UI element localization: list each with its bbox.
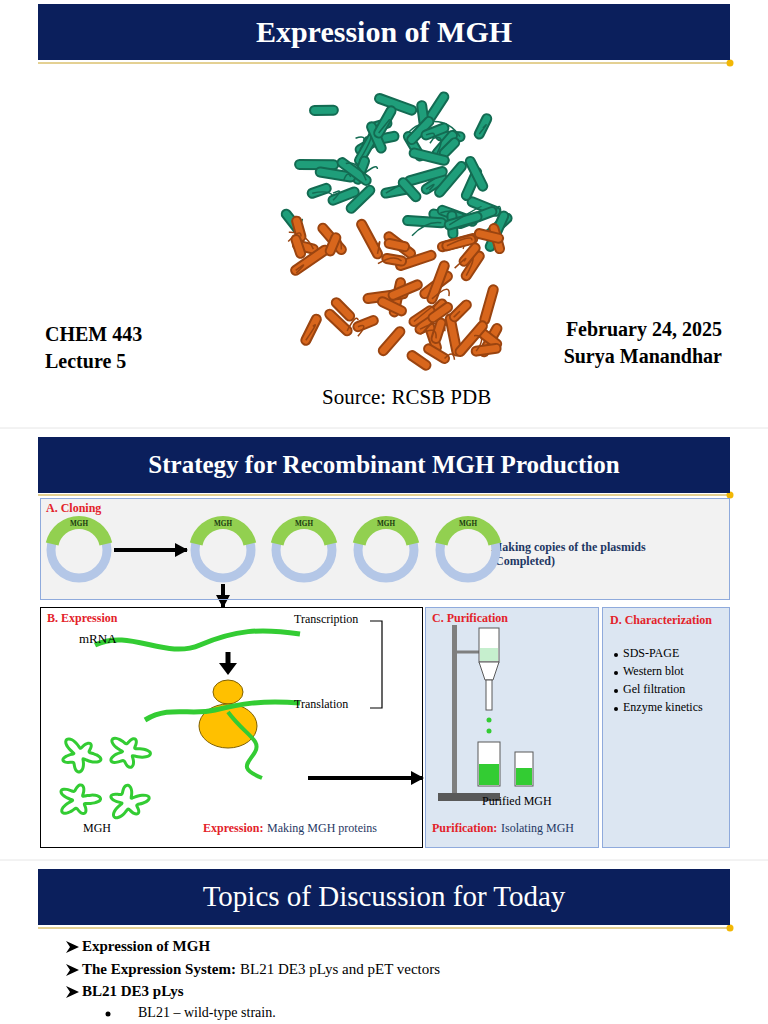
step-panel: B. Expression mRNA TranscriptionTranslatio…: [40, 607, 423, 848]
down-arrow: [226, 652, 231, 664]
source-credit: Source: RCSB PDB: [322, 385, 491, 409]
slide-divider: [0, 428, 768, 429]
plasmid-ring: MGH: [351, 515, 421, 585]
part-label: Transcription: [294, 613, 358, 627]
plasmid-label: MGH: [188, 520, 258, 528]
panel-caption: Making MGH proteins: [267, 822, 377, 836]
panel-heading: B. Expression: [47, 612, 117, 626]
panel-caption: Purification:: [432, 822, 497, 836]
panel-caption: Isolating MGH: [501, 822, 574, 836]
panel-fill: [425, 607, 599, 848]
title-band: Expression of MGH: [38, 4, 730, 60]
panel-heading: D. Characterization: [610, 614, 712, 628]
mrna-strand: [95, 631, 300, 649]
topic-item: Expression of MGH: [82, 938, 210, 955]
plasmid-ring: MGH: [188, 515, 258, 585]
list-item: Enzyme kinetics: [623, 701, 703, 715]
title-band: Strategy for Recombinant MGH Production: [38, 437, 730, 493]
author: Surya Manandhar: [564, 345, 722, 368]
mrna-strand: [145, 702, 300, 720]
topic-item: BL21 DE3 pLys and pET vectors: [240, 961, 440, 978]
part-label: Translation: [294, 698, 348, 712]
plasmid-label: MGH: [433, 520, 503, 528]
panel-heading: A. Cloning: [46, 502, 101, 516]
list-item: SDS-PAGE: [623, 647, 679, 661]
plasmid-ring: MGH: [44, 515, 114, 585]
topic-subitem: BL21 – wild-type strain.: [138, 1005, 276, 1021]
flow-arrow: [114, 548, 187, 552]
course-code: CHEM 443: [45, 323, 142, 346]
lecture-number: Lecture 5: [45, 350, 126, 373]
date: February 24, 2025: [566, 318, 722, 341]
list-item: Gel filtration: [623, 683, 685, 697]
flow-arrow: [221, 584, 225, 607]
plasmid-label: MGH: [269, 520, 339, 528]
slide-title: Topics of Discussion for Today: [203, 880, 566, 913]
folded-protein: [61, 738, 150, 818]
slide-title: Strategy for Recombinant MGH Production: [148, 451, 619, 480]
flow-arrow: [308, 776, 423, 780]
title-band: Topics of Discussion for Today: [38, 869, 730, 925]
topic-item: The Expression System:: [82, 961, 236, 978]
panel-fill: [40, 498, 730, 600]
down-arrow-head: [219, 663, 237, 675]
ribosome-small: [213, 680, 243, 704]
part-label: mRNA: [79, 632, 117, 647]
chromatography-column: [438, 625, 533, 801]
step-panel: A. CloningMaking copies of the plasmids …: [40, 498, 730, 600]
step-panel: D. CharacterizationSDS-PAGE Western blotG…: [602, 607, 730, 848]
topic-item: BL21 DE3 pLys: [82, 983, 184, 1000]
plasmid-ring: MGH: [433, 515, 503, 585]
plasmid-ring: MGH: [269, 515, 339, 585]
list-item: Western blot: [623, 665, 684, 679]
bracket: [370, 621, 382, 708]
header-rule: [38, 60, 734, 932]
slide-title: Expression of MGH: [256, 15, 512, 50]
panel-fill: [602, 607, 730, 848]
panel-note: Making copies of the plasmids (Completed…: [491, 541, 711, 569]
step-panel: C. PurificationPurified MGH Purification:…: [425, 607, 599, 848]
protein-structure: [286, 97, 507, 365]
part-label: Purified MGH: [482, 795, 552, 809]
part-label: MGH: [83, 822, 111, 836]
peptide-chain: [228, 712, 262, 778]
plasmid-label: MGH: [351, 520, 421, 528]
panel-heading: C. Purification: [432, 612, 508, 626]
plasmid-label: MGH: [44, 520, 114, 528]
slide-divider: [0, 860, 768, 861]
panel-caption: Expression:: [203, 822, 263, 836]
